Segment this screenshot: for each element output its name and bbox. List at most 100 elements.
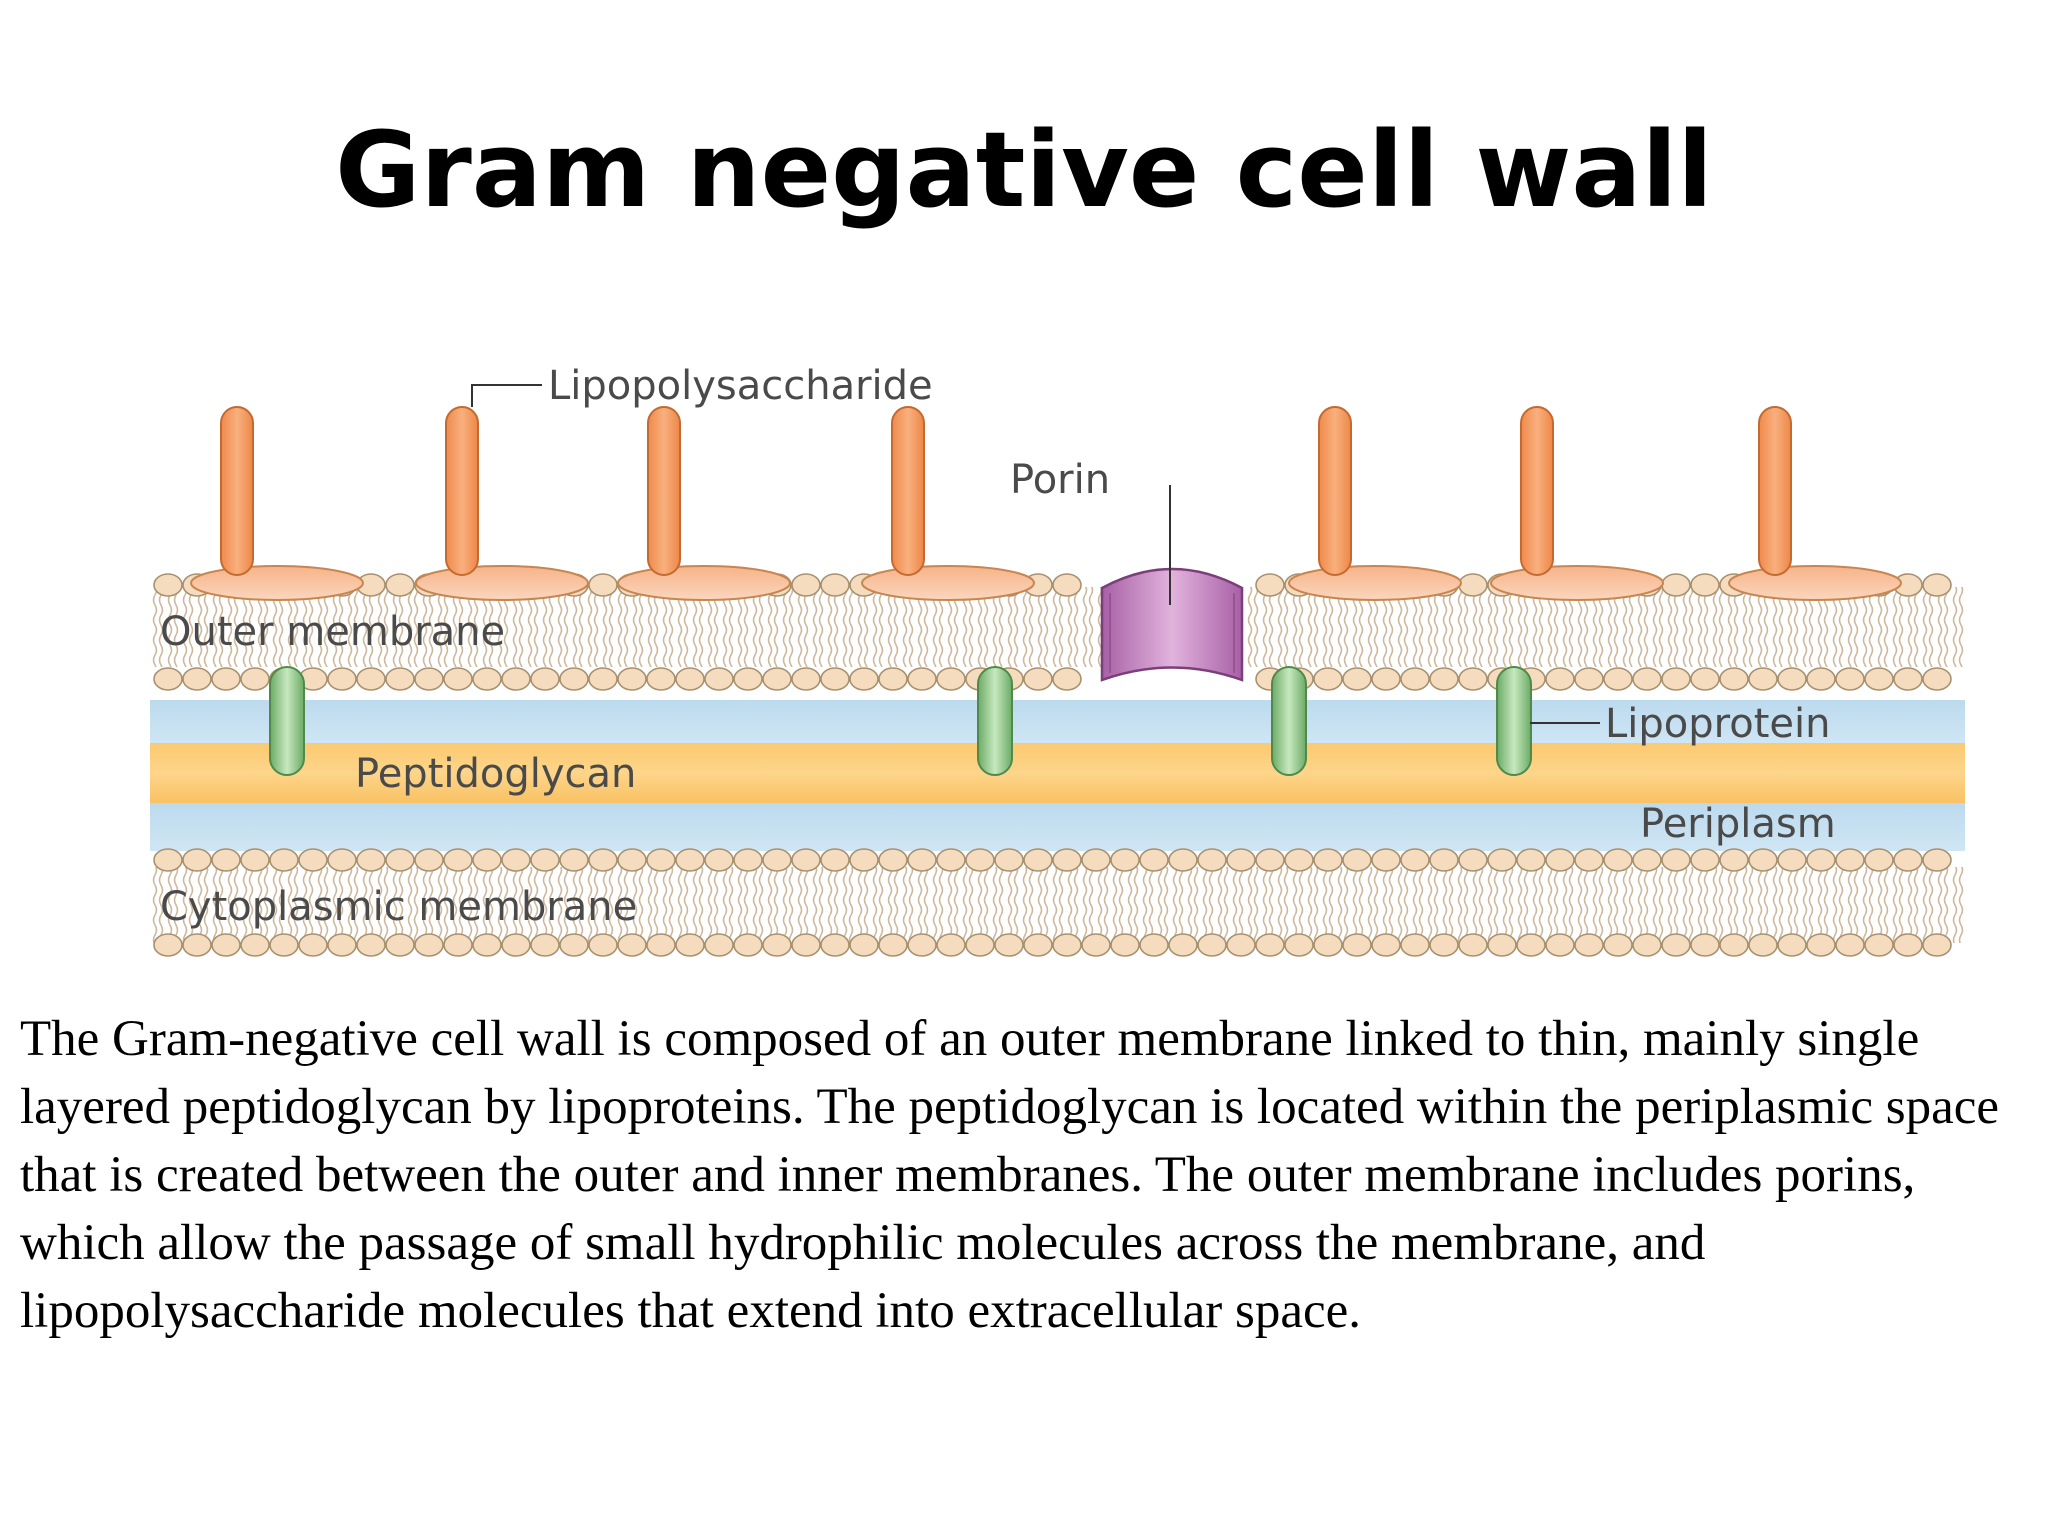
- lipid-head: [559, 848, 589, 872]
- lipid-head: [1458, 667, 1488, 691]
- lipid-head: [1719, 933, 1749, 957]
- lipid-head: [704, 848, 734, 872]
- lipid-head: [588, 848, 618, 872]
- label-periplasm: Periplasm: [1640, 801, 1836, 847]
- lipid-head: [878, 848, 908, 872]
- lipid-head: [791, 573, 821, 597]
- lipid-head: [1052, 933, 1082, 957]
- slide-title: Gram negative cell wall: [335, 109, 1713, 231]
- lipid-head: [1893, 667, 1923, 691]
- lipid-head: [617, 667, 647, 691]
- lipid-head: [298, 933, 328, 957]
- label-peptidoglycan: Peptidoglycan: [355, 751, 636, 797]
- lipid-head: [1632, 667, 1662, 691]
- lipid-head: [1052, 848, 1082, 872]
- lipid-head: [878, 933, 908, 957]
- outer-membrane-bottom-heads: [153, 667, 1952, 691]
- lipid-head: [414, 667, 444, 691]
- lipid-head: [472, 933, 502, 957]
- lipid-head: [1690, 573, 1720, 597]
- lipid-head: [501, 848, 531, 872]
- label-cytoplasmic-membrane: Cytoplasmic membrane: [160, 884, 637, 930]
- lipid-head: [936, 933, 966, 957]
- lipid-head: [646, 667, 676, 691]
- lipid-head: [1516, 848, 1546, 872]
- lipid-head: [1661, 933, 1691, 957]
- lipid-head: [1835, 933, 1865, 957]
- lipid-head: [588, 573, 618, 597]
- peptidoglycan-layer: [150, 743, 1965, 803]
- lipid-head: [849, 933, 879, 957]
- lipid-head: [1835, 667, 1865, 691]
- lipid-head: [1777, 848, 1807, 872]
- lipid-head: [1690, 848, 1720, 872]
- lipoprotein-molecules: [269, 666, 1532, 776]
- lipid-head: [1313, 933, 1343, 957]
- lipopolysaccharide: [1728, 406, 1902, 601]
- lipid-head: [704, 933, 734, 957]
- label-porin: Porin: [1010, 457, 1110, 503]
- lipid-head: [1574, 667, 1604, 691]
- lipid-head: [1226, 848, 1256, 872]
- lipid-head: [1603, 933, 1633, 957]
- lipid-head: [472, 848, 502, 872]
- lipid-head: [646, 933, 676, 957]
- cytoplasmic-membrane-bottom-heads: [153, 933, 1952, 957]
- lps-leader-line: [471, 384, 542, 407]
- lipid-head: [1777, 933, 1807, 957]
- lipid-head: [443, 933, 473, 957]
- lipid-head: [936, 667, 966, 691]
- lipid-head: [1632, 933, 1662, 957]
- lipid-head: [385, 667, 415, 691]
- lipid-head: [1400, 933, 1430, 957]
- lipid-head: [588, 933, 618, 957]
- lipid-head: [211, 667, 241, 691]
- lipoprotein: [977, 666, 1013, 776]
- lipid-head: [385, 933, 415, 957]
- lipid-head: [327, 667, 357, 691]
- label-lipopolysaccharide: Lipopolysaccharide: [548, 363, 933, 409]
- lipid-head: [530, 848, 560, 872]
- lipid-head: [1719, 848, 1749, 872]
- lipid-head: [762, 933, 792, 957]
- lipid-head: [1864, 848, 1894, 872]
- cell-wall-diagram: Lipopolysaccharide Porin Outer membrane …: [150, 363, 1965, 957]
- lipid-head: [153, 667, 183, 691]
- lipid-head: [1081, 848, 1111, 872]
- lipid-head: [936, 848, 966, 872]
- lipid-head: [559, 933, 589, 957]
- lipid-head: [1284, 933, 1314, 957]
- lipid-head: [1574, 848, 1604, 872]
- lipid-head: [1893, 848, 1923, 872]
- lipid-head: [1255, 933, 1285, 957]
- lipid-head: [907, 667, 937, 691]
- lipopolysaccharide: [1490, 406, 1664, 601]
- lipid-head: [153, 848, 183, 872]
- lipid-head: [588, 667, 618, 691]
- lipid-head: [1023, 933, 1053, 957]
- lipid-head: [965, 848, 995, 872]
- lipid-head: [153, 573, 183, 597]
- cytoplasmic-membrane-top-heads: [153, 848, 1952, 872]
- lipid-head: [356, 667, 386, 691]
- label-outer-membrane: Outer membrane: [160, 609, 505, 655]
- lipid-head: [501, 667, 531, 691]
- periplasm-lower-band: [150, 803, 1965, 851]
- lipid-head: [849, 848, 879, 872]
- lipid-head: [907, 848, 937, 872]
- lipid-head: [1400, 667, 1430, 691]
- lipid-head: [907, 933, 937, 957]
- lipid-head: [1110, 848, 1140, 872]
- lipid-head: [327, 848, 357, 872]
- lipid-head: [820, 573, 850, 597]
- lipid-head: [1516, 933, 1546, 957]
- lipid-head: [1545, 667, 1575, 691]
- lipid-head: [240, 933, 270, 957]
- lipid-head: [1661, 667, 1691, 691]
- lipid-head: [1806, 848, 1836, 872]
- lipid-head: [269, 933, 299, 957]
- lipid-head: [1922, 573, 1952, 597]
- lipid-head: [1429, 848, 1459, 872]
- lipid-head: [675, 933, 705, 957]
- lipid-head: [1545, 848, 1575, 872]
